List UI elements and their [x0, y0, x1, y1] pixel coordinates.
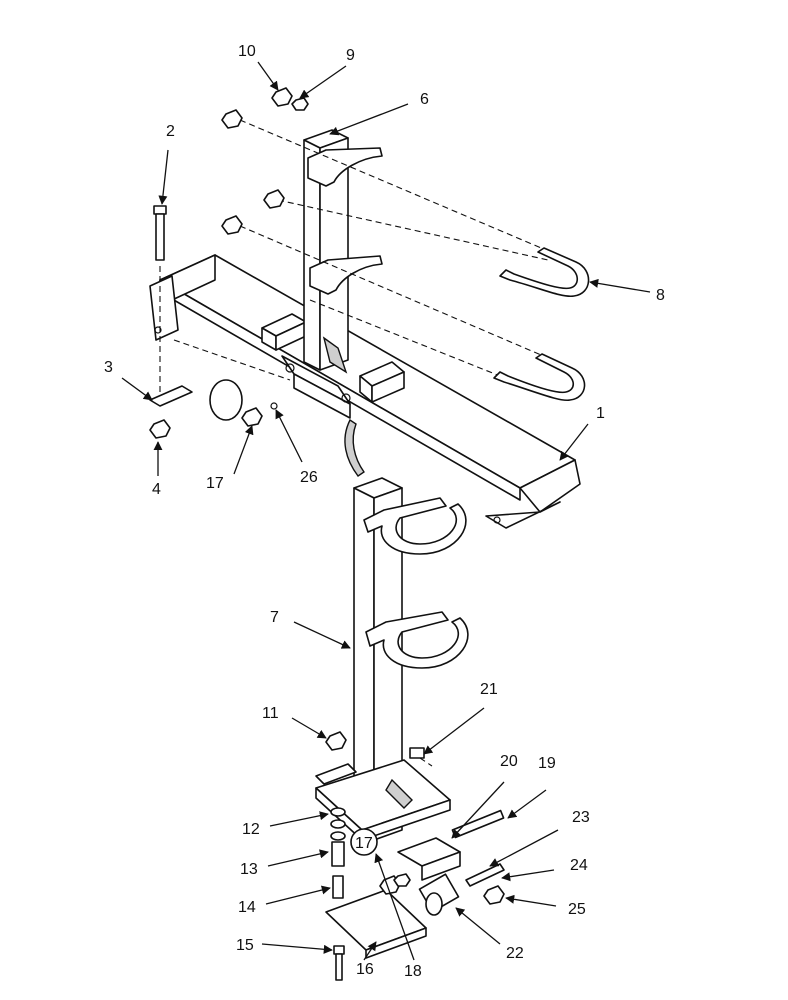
callout-24: 24 [570, 857, 588, 874]
callout-2: 2 [166, 123, 175, 140]
callout-7: 7 [270, 609, 279, 626]
callout-12: 12 [242, 821, 260, 838]
lower-post [315, 477, 469, 841]
callout-23: 23 [572, 809, 590, 826]
callout-3: 3 [104, 359, 113, 376]
callout-17: 17 [206, 475, 224, 492]
callout-26: 26 [300, 469, 318, 486]
callout-22: 22 [506, 945, 524, 962]
upper-post [303, 129, 383, 374]
callout-11: 11 [262, 705, 279, 722]
callout-10: 10 [238, 43, 256, 60]
lower-hardware [325, 731, 505, 981]
plate-3 [149, 385, 193, 407]
callout-4: 4 [152, 481, 161, 498]
cross-bar-frame [149, 254, 581, 529]
callout-14: 14 [238, 899, 256, 916]
callout-13: 13 [240, 861, 258, 878]
callout-16: 16 [356, 961, 374, 978]
callout-21: 21 [480, 681, 498, 698]
bolt-2 [153, 205, 167, 261]
callout-8: 8 [656, 287, 665, 304]
callout-1: 1 [596, 405, 605, 422]
callout-6: 6 [420, 91, 429, 108]
callout-18: 18 [404, 963, 422, 980]
u-bolts [493, 247, 590, 402]
callout-20: 20 [500, 753, 518, 770]
hex-nuts-top [149, 87, 309, 439]
callout-25: 25 [568, 901, 586, 918]
leader-arrows [121, 61, 651, 961]
callout-17-circled: 17 [355, 835, 373, 852]
assembly-arrow [344, 418, 365, 477]
callout-9: 9 [346, 47, 355, 64]
callout-15: 15 [236, 937, 254, 954]
assembly-lines [159, 119, 561, 767]
o-ring [209, 379, 243, 421]
callout-19: 19 [538, 755, 556, 772]
callout-labels: 1 2 3 4 6 7 8 9 10 11 12 13 14 15 16 17 … [104, 43, 665, 980]
